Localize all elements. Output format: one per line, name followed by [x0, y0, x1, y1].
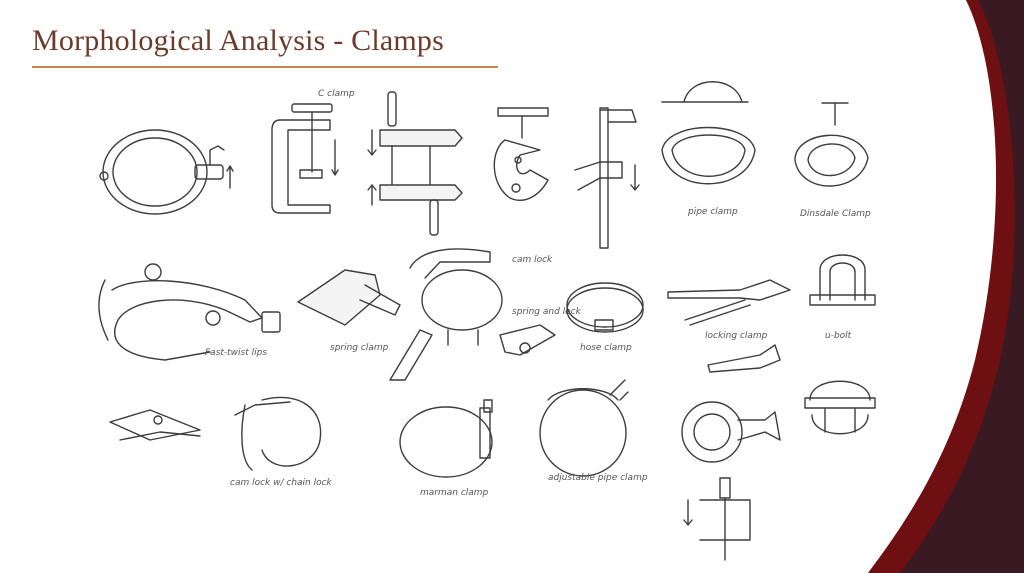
label-c-clamp: C clamp [318, 89, 355, 99]
sketch-dinsdale-clamp: Dinsdale Clamp [794, 102, 871, 219]
page-title: Morphological Analysis - Clamps [32, 24, 445, 57]
label-fast-twist-lips: Fast-twist lips [205, 348, 267, 358]
sketch-marman-clamp: marman clamp [399, 399, 493, 498]
sketch-cam-lock-clamp: cam lock [409, 248, 553, 346]
sketch-quick-grip-clamp [493, 107, 549, 201]
sketch-cam-lock-chain: cam lock w/ chain lock [230, 396, 333, 488]
sketch-bar-clamp [367, 91, 463, 236]
label-cam-lock-chain: cam lock w/ chain lock [230, 478, 333, 488]
label-hose-clamp: hose clamp [580, 343, 632, 353]
sketch-c-clamp: C clamp [271, 89, 355, 214]
sketch-hinged-ring-clamp [99, 129, 234, 215]
sketch-fast-twist-clamp: Fast-twist lips [98, 263, 281, 361]
label-u-bolt: u-bolt [825, 331, 852, 341]
sketch-adjustable-pipe-clamp: adjustable pipe clamp [539, 379, 648, 483]
title-underline [32, 66, 498, 68]
sketch-butterfly-clamp [681, 401, 781, 463]
label-spring-and-lock: spring and lock [512, 307, 582, 317]
sketch-locking-clamp: locking clamp [667, 279, 791, 373]
label-cam-lock: cam lock [512, 255, 553, 265]
sketch-f-clamp [574, 107, 640, 249]
label-adjustable-pipe-clamp: adjustable pipe clamp [548, 473, 648, 483]
label-spring-clamp: spring clamp [330, 343, 389, 353]
sketch-pliers-clamp [109, 409, 201, 441]
sketch-screw-clamp [683, 477, 751, 561]
sketch-spring-and-lock: spring and lock [499, 307, 582, 356]
sketch-spring-clamp: spring clamp [297, 269, 433, 381]
label-pipe-clamp: pipe clamp [687, 207, 738, 217]
label-marman-clamp: marman clamp [420, 488, 489, 498]
sketch-pipe-clamp: pipe clamp [661, 81, 756, 217]
sketch-split-clamp [804, 380, 876, 435]
label-locking-clamp: locking clamp [705, 331, 768, 341]
sketch-u-bolt: u-bolt [809, 254, 876, 341]
label-dinsdale-clamp: Dinsdale Clamp [800, 209, 871, 219]
sketch-hose-clamp: hose clamp [566, 282, 644, 353]
